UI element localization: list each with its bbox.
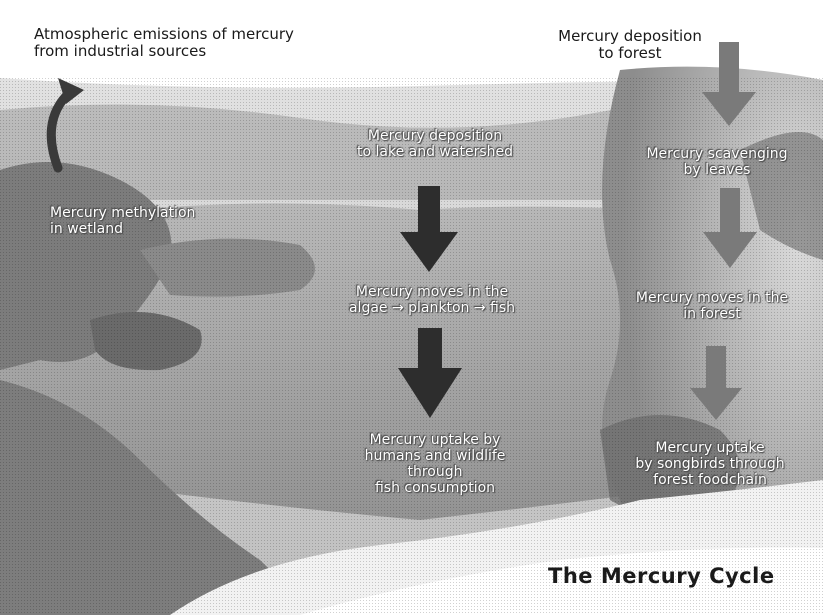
- deposition-lake-label: Mercury deposition to lake and watershed: [330, 128, 540, 160]
- forest-foodchain-label: Mercury moves in the in forest: [622, 290, 802, 322]
- uptake-songbirds-label: Mercury uptake by songbirds through fore…: [610, 440, 810, 488]
- scavenging-label: Mercury scavenging by leaves: [632, 146, 802, 178]
- deposition-forest-label: Mercury deposition to forest: [535, 28, 725, 63]
- diagram-title: The Mercury Cycle: [548, 564, 775, 588]
- methylation-label: Mercury methylation in wetland: [50, 205, 210, 237]
- emissions-label: Atmospheric emissions of mercury from in…: [34, 26, 294, 61]
- lake-foodchain-label: Mercury moves in the algae → plankton → …: [322, 284, 542, 316]
- uptake-humans-label: Mercury uptake by humans and wildlife th…: [330, 432, 540, 496]
